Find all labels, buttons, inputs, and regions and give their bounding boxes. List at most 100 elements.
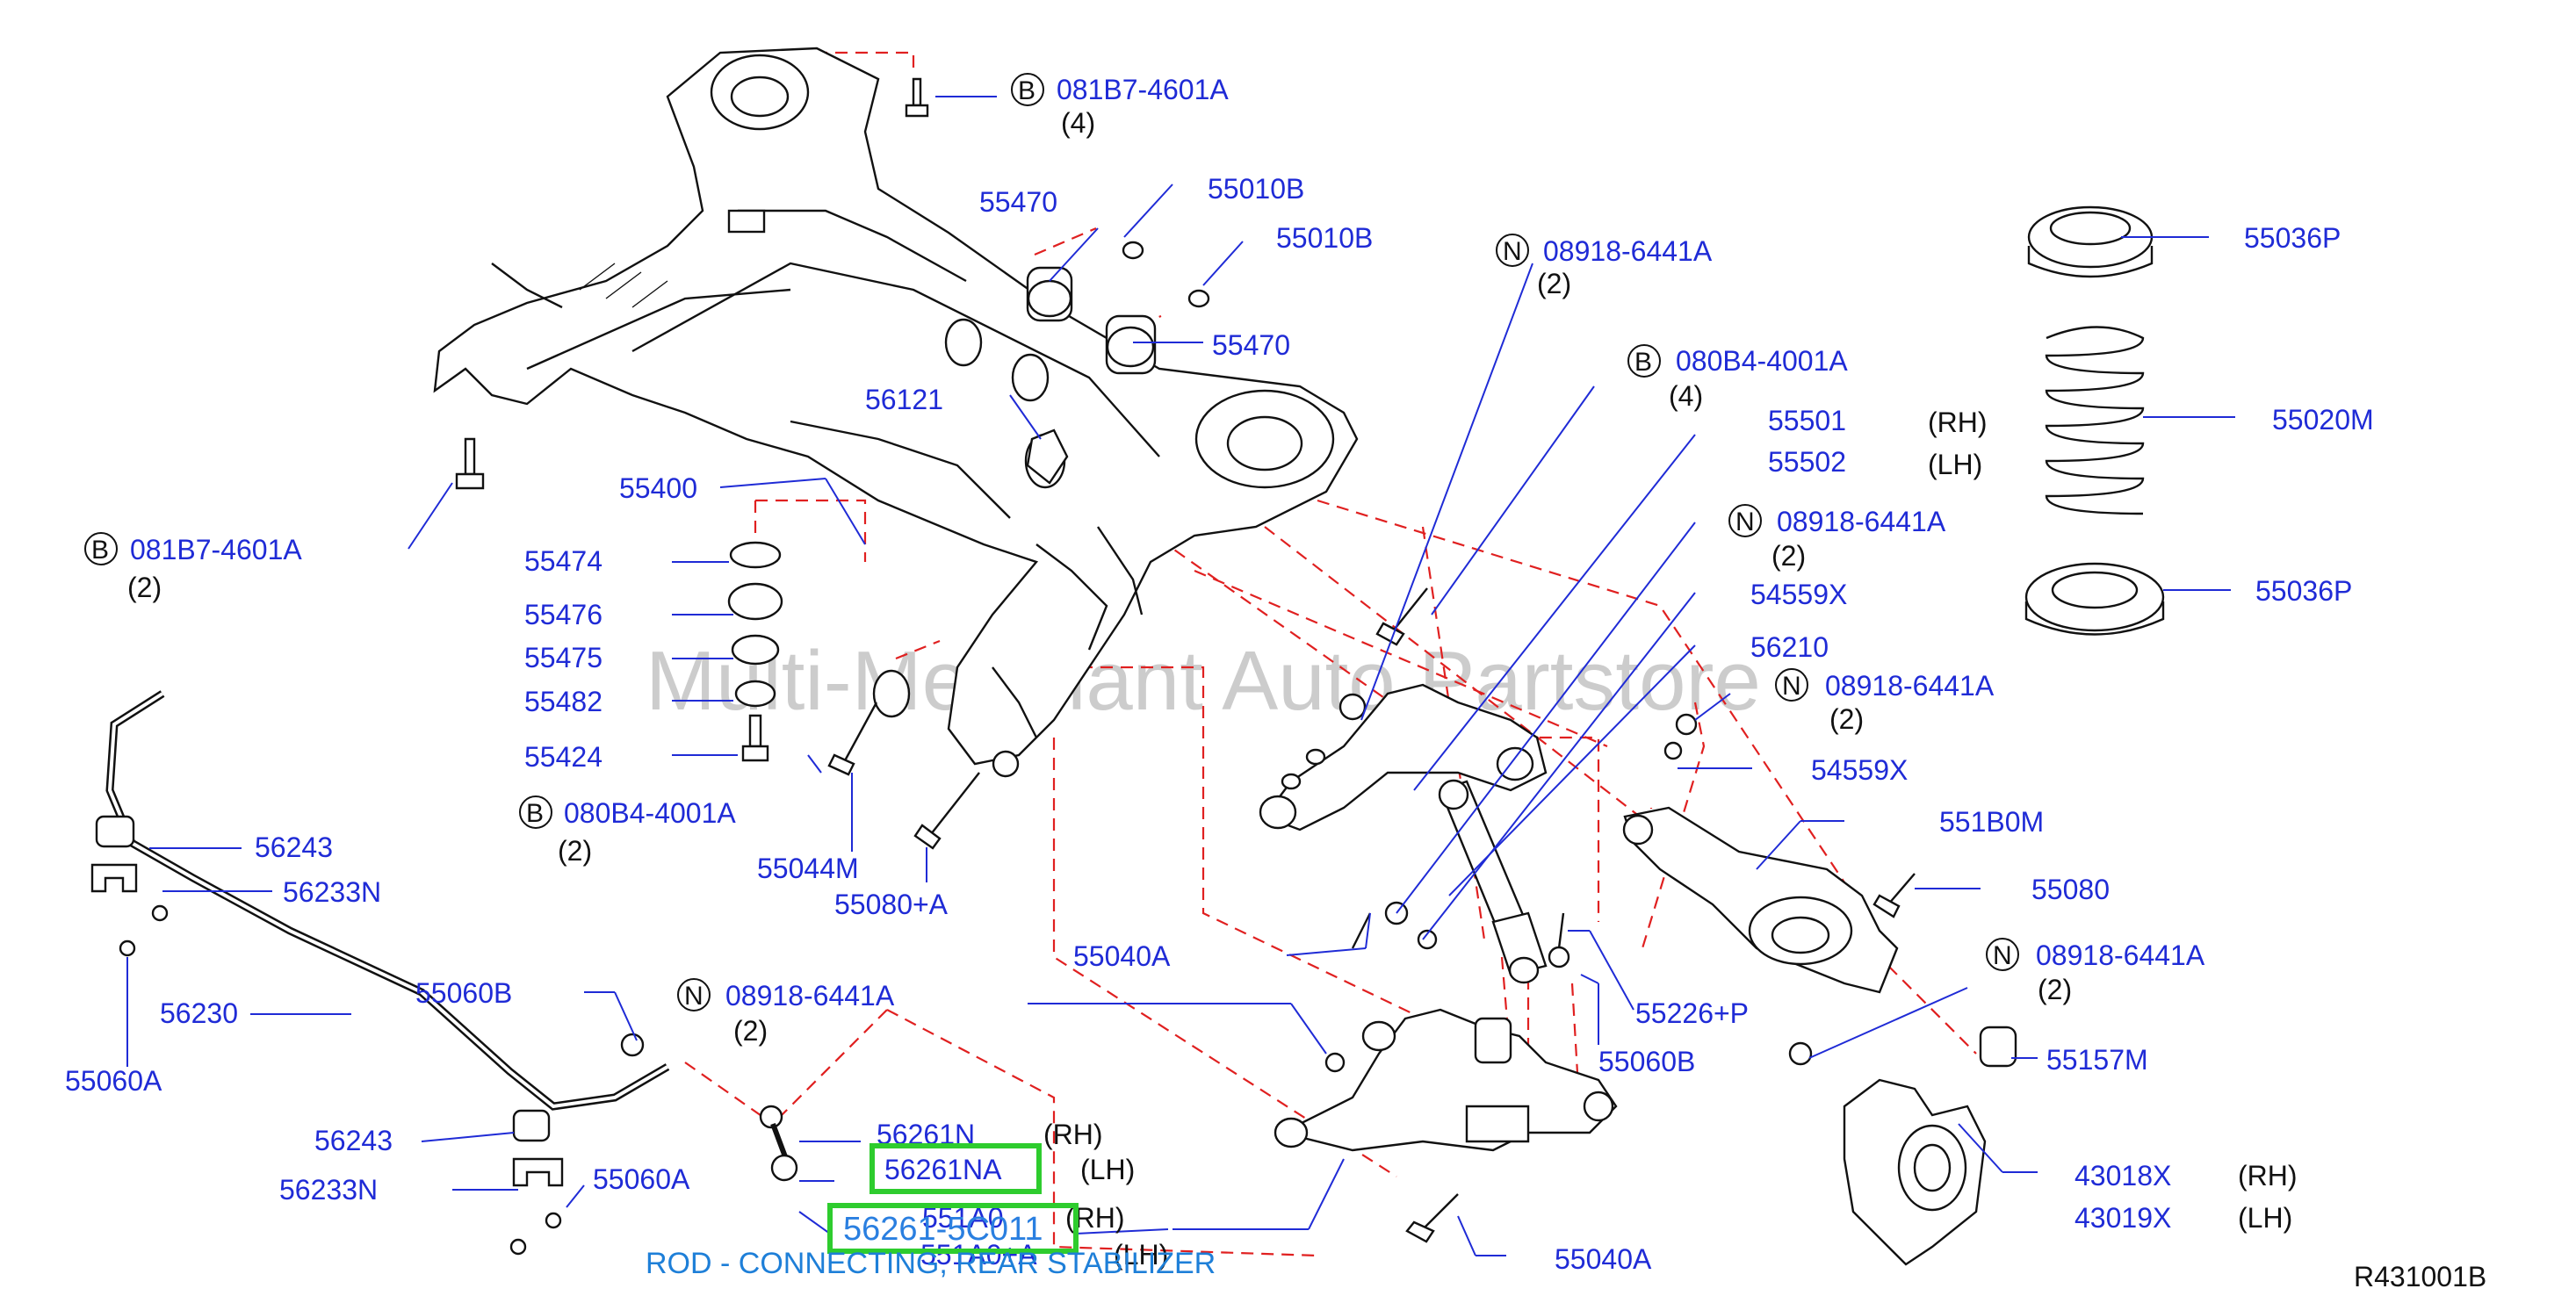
lower-link-551b0m — [1622, 806, 1899, 994]
side-lh: (LH) — [1114, 1239, 1168, 1271]
label-55060b: 55060B — [415, 977, 512, 1009]
part-number: 08918-6441A — [1777, 506, 1946, 537]
label-55060a: 55060A — [65, 1065, 162, 1097]
label-56243: 56243 — [314, 1125, 393, 1156]
callout-b-080b4-mid: B 080B4-4001A (4) — [1627, 344, 1848, 412]
side-rh: (RH) — [1043, 1119, 1103, 1150]
badge-letter: B — [1634, 348, 1652, 377]
coil-spring-assembly — [2024, 205, 2165, 636]
highlight-56261na — [869, 1143, 1042, 1194]
quantity: (2) — [733, 1015, 768, 1047]
callout-b-080b4-left: B 080B4-4001A (2) — [519, 795, 736, 867]
label-55036p: 55036P — [2244, 222, 2341, 254]
label-55157m: 55157M — [2046, 1044, 2148, 1076]
highlight-56261-5c011 — [827, 1203, 1079, 1254]
side-rh: (RH) — [2238, 1160, 2298, 1191]
label-55470: 55470 — [979, 186, 1057, 218]
quantity: (2) — [1829, 703, 1864, 735]
quantity: (4) — [1669, 380, 1703, 412]
label-55036p: 55036P — [2255, 575, 2352, 607]
side-lh: (LH) — [1080, 1154, 1135, 1185]
highlight-boxes — [827, 1143, 1079, 1254]
label-551a0-a: 551A0+A — [920, 1239, 1037, 1271]
label-56261-5c011: 56261-5C011 — [843, 1211, 1043, 1248]
label-43018x: 43018X — [2075, 1160, 2171, 1191]
badge-letter: B — [526, 799, 544, 828]
label-55010b: 55010B — [1208, 173, 1304, 205]
side-indicators: (RH) (LH) (RH) (LH) (RH) (LH) (RH) (LH) — [1043, 407, 2298, 1271]
diagram-code: R431001B — [2354, 1261, 2486, 1292]
callout-b-081b7-left: B 081B7-4601A (2) — [84, 532, 302, 603]
callout-n-08918-b: N 08918-6441A (2) — [1728, 504, 1946, 572]
label-55060a: 55060A — [593, 1163, 690, 1195]
badge-letter: N — [1782, 672, 1801, 701]
misc-fasteners — [1324, 587, 2017, 1243]
quantity: (2) — [1771, 540, 1806, 572]
badge-circle — [1496, 234, 1529, 267]
part-number: 080B4-4001A — [1676, 345, 1848, 377]
label-55482: 55482 — [524, 686, 603, 717]
label-55502: 55502 — [1768, 446, 1846, 478]
label-55424: 55424 — [524, 741, 603, 773]
lower-link-551a0 — [1274, 1008, 1618, 1152]
label-55040a: 55040A — [1073, 940, 1171, 972]
part-number: 08918-6441A — [2036, 939, 2205, 971]
leader-lines — [126, 96, 2235, 1256]
callout-n-08918-e: N 08918-6441A (2) — [677, 978, 895, 1047]
callout-b-081b7-top: B 081B7-4601A (4) — [1011, 73, 1229, 139]
badge-circle — [1011, 73, 1044, 106]
badge-letter: N — [1993, 941, 2012, 970]
side-lh: (LH) — [1928, 449, 1982, 480]
shock-absorber — [1438, 779, 1548, 984]
label-55470: 55470 — [1212, 329, 1290, 361]
rear-axle-housing — [1843, 1078, 1987, 1266]
label-55040a: 55040A — [1555, 1243, 1652, 1275]
part-labels: 55470 55010B 55010B 55470 56121 55400 55… — [65, 173, 2374, 1275]
label-56230: 56230 — [160, 997, 238, 1029]
label-55044m: 55044M — [757, 853, 859, 884]
label-55226-p: 55226+P — [1635, 997, 1749, 1029]
label-56210: 56210 — [1750, 631, 1829, 663]
callout-n-08918-c: N 08918-6441A (2) — [1775, 668, 1995, 735]
label-56233n: 56233N — [279, 1174, 378, 1206]
label-56121: 56121 — [865, 384, 943, 415]
label-55010b: 55010B — [1276, 222, 1373, 254]
badge-circle — [677, 978, 711, 1011]
badge-circle — [519, 795, 552, 829]
badge-letter: B — [1018, 76, 1035, 105]
badge-circle — [1728, 504, 1762, 537]
label-56233n: 56233N — [283, 876, 381, 908]
part-number: 081B7-4601A — [1057, 74, 1229, 105]
subframe-hardware — [455, 77, 1210, 850]
label-55474: 55474 — [524, 545, 603, 577]
label-43019x: 43019X — [2075, 1202, 2171, 1234]
badge-letter: N — [1735, 508, 1755, 536]
badge-circle — [1775, 668, 1808, 702]
part-number: 08918-6441A — [1825, 670, 1995, 702]
caption-text: ROD - CONNECTING, REAR STABILIZER — [646, 1247, 1216, 1280]
side-rh: (RH) — [1928, 407, 1988, 438]
badge-circle — [84, 532, 118, 565]
stabilizer-connecting-rod — [759, 1105, 798, 1182]
label-56243: 56243 — [255, 831, 333, 863]
quantity: (2) — [558, 835, 592, 867]
callout-n-08918-d: N 08918-6441A (2) — [1986, 938, 2205, 1005]
label-56261na: 56261NA — [884, 1154, 1002, 1185]
quantity: (2) — [127, 572, 162, 603]
badge-letter: B — [91, 536, 109, 565]
label-55501: 55501 — [1768, 405, 1846, 436]
label-55080: 55080 — [2031, 874, 2110, 905]
badge-letter: N — [684, 982, 704, 1011]
quantity: (4) — [1061, 107, 1095, 139]
label-55475: 55475 — [524, 642, 603, 673]
label-54559x: 54559X — [1750, 579, 1847, 610]
part-number: 08918-6441A — [1543, 235, 1713, 267]
quantity: (2) — [1537, 268, 1571, 299]
badge-circle — [1986, 938, 2019, 971]
label-55060b: 55060B — [1598, 1046, 1695, 1077]
part-number: 081B7-4601A — [130, 534, 302, 565]
label-55020m: 55020M — [2272, 404, 2374, 436]
part-number: 08918-6441A — [725, 980, 895, 1011]
upper-link — [1259, 683, 1548, 831]
